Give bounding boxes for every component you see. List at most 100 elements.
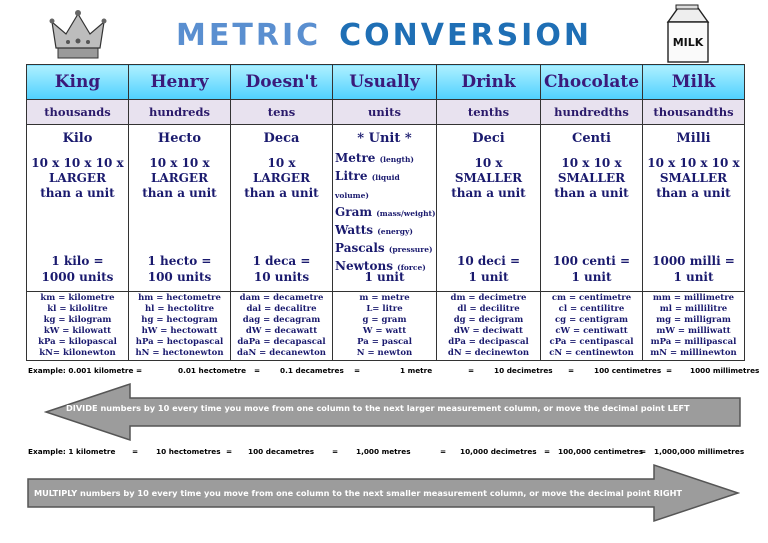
abbr-line: daPa = decapascal [237, 337, 326, 347]
abbr-line: L= litre [366, 304, 403, 314]
crown-icon [49, 10, 107, 59]
conversion-table: King Henry Doesn't Usually Drink Chocola… [26, 64, 745, 361]
mult-line: than a unit [40, 186, 115, 200]
abbr-line: dPa = decipascal [448, 337, 529, 347]
unit-thousands: thousands [26, 99, 129, 125]
example-text: 0.1 decametres [280, 366, 344, 375]
abbr-line: dW = deciwatt [454, 326, 523, 336]
base-unit-item: Metre (length) [335, 150, 436, 168]
eq-line: 1 unit [468, 270, 509, 284]
mult-line: 10 x 10 x 10 x [647, 156, 740, 170]
example-text: 100 decametres [248, 447, 315, 456]
abbr-line: dm = decimetre [450, 293, 527, 303]
unit-thousandths: thousandths [642, 99, 745, 125]
abbr-line: mPa = millipascal [650, 337, 737, 347]
mult-line: 10 x 10 x 10 x [31, 156, 124, 170]
header-henry: Henry [128, 64, 231, 100]
abbr-line: hg = hectogram [141, 315, 218, 325]
abbr-line: kPa = kilopascal [38, 337, 117, 347]
prefix-name: Kilo [62, 131, 93, 146]
base-unit-note: (liquid volume) [335, 173, 400, 200]
mult-line: than a unit [142, 186, 217, 200]
base-unit-note: (mass/weight) [376, 209, 436, 218]
eq-line: 100 units [147, 270, 212, 284]
abbr-line: dN = decinewton [447, 348, 530, 358]
example-text: = [568, 366, 575, 375]
prefix-name: Hecto [157, 131, 202, 146]
abbr-line: cPa = centipascal [549, 337, 634, 347]
prefix-name: Deca [263, 131, 300, 146]
abbr-line: kg = kilogram [43, 315, 112, 325]
mult-line: LARGER [48, 171, 107, 185]
title-word-conversion: CONVERSION [339, 18, 592, 53]
unit-tens: tens [230, 99, 333, 125]
mult-line: than a unit [451, 186, 526, 200]
base-unit-item: Pascals (pressure) [335, 240, 436, 258]
mult-line: than a unit [554, 186, 629, 200]
abbr-line: hm = hectometre [138, 293, 221, 303]
abbr-line: cl = centilitre [558, 304, 625, 314]
abbr-line: dl = decilitre [457, 304, 520, 314]
abbr-line: cW = centiwatt [555, 326, 628, 336]
equivalence: 1 unit [333, 269, 436, 285]
abbr-line: kl = kilolitre [47, 304, 108, 314]
abbr-line: cm = centimetre [551, 293, 632, 303]
prefix-name: Centi [571, 131, 611, 146]
eq-line: 1 deca = [252, 254, 311, 268]
milk-label: MILK [673, 36, 704, 49]
example-text: = [332, 447, 339, 456]
divide-arrow [44, 382, 741, 442]
equivalence: 100 centi =1 unit [541, 253, 642, 285]
mult-line: LARGER [150, 171, 209, 185]
base-unit-item: Litre (liquid volume) [335, 168, 436, 204]
abbr-line: mm = millimetre [652, 293, 735, 303]
equivalence: 1000 milli =1 unit [643, 253, 744, 285]
abbr-line: hW = hectowatt [141, 326, 218, 336]
mult-line: SMALLER [454, 171, 523, 185]
base-unit-item: Gram (mass/weight) [335, 204, 436, 222]
abbr-line: cN = centinewton [549, 348, 634, 358]
mult-line: than a unit [244, 186, 319, 200]
base-units-list: Metre (length) Litre (liquid volume) Gra… [333, 150, 436, 276]
base-unit-name: Gram [335, 205, 373, 219]
abbr-line: hPa = hectopascal [135, 337, 224, 347]
base-unit-note: (energy) [377, 227, 413, 236]
example-text: = [640, 447, 647, 456]
mult-line: LARGER [252, 171, 311, 185]
mult-line: 10 x [267, 156, 296, 170]
abbr-line: ml = millilitre [659, 304, 728, 314]
eq-line: 1 hecto = [147, 254, 212, 268]
base-unit-name: Metre [335, 151, 376, 165]
header-usually: Usually [332, 64, 437, 100]
eq-line: 100 centi = [552, 254, 631, 268]
base-unit-name: Pascals [335, 241, 385, 255]
example-text: 1000 millimetres [690, 366, 760, 375]
base-unit-item: Newtons (force) [335, 258, 436, 276]
header-chocolate: Chocolate [540, 64, 643, 100]
example-text: Example: 0.001 kilometre = [28, 366, 143, 375]
abbr-line: hN = hectonewton [135, 348, 224, 358]
base-unit-item: Watts (energy) [335, 222, 436, 240]
abbr-line: cg = centigram [554, 315, 628, 325]
abbr-line: daN = decanewton [237, 348, 326, 358]
multiply-arrow [27, 463, 740, 523]
prefix-name: * Unit * [357, 131, 412, 146]
title-word-metric: METRIC [176, 18, 322, 53]
example-text: 1 metre [400, 366, 433, 375]
eq-line: 10 units [253, 270, 310, 284]
